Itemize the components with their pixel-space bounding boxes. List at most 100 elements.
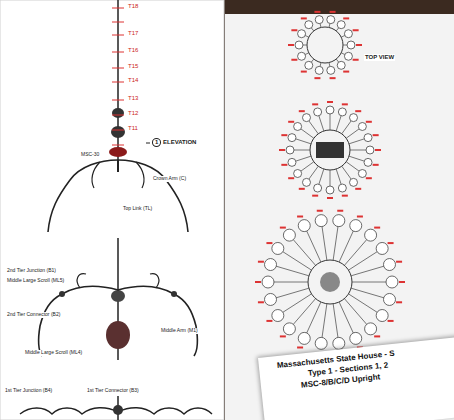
elevation-bottom [20,396,212,420]
bulb-cup [302,114,310,122]
part-label: Middle Large Scroll (ML5) [6,278,65,284]
bulb-cup [265,259,277,271]
bulb-cup [338,184,346,192]
bulb-cup [333,337,345,349]
red-tag [343,71,349,73]
callout-number: T11 [127,125,139,132]
tick-mark [112,100,124,101]
bulb-cup [265,293,277,305]
red-tag [399,281,405,283]
part-label: Middle Arm (M1) [160,328,199,334]
elevation-middle [39,238,198,360]
part-label: Top Link (TL) [122,206,153,212]
tick-mark [112,68,124,69]
bulb-cup [347,41,355,49]
bulb-cup [366,146,374,154]
red-tag [266,320,272,322]
part-label: ELEVATION [162,139,197,146]
part-label: 2nd Tier Junction (B1) [6,268,57,274]
red-tag [301,71,307,73]
tick-mark [112,115,124,116]
red-tag [281,134,287,136]
red-tag [342,103,348,105]
callout-number: T13 [127,95,139,102]
bulb-cup [315,337,327,349]
red-tag [312,195,318,197]
bulb-cup [286,146,294,154]
top-views [112,8,405,354]
tick-mark [112,145,124,146]
bulb-cup [364,158,372,166]
red-tag [375,149,381,151]
red-tag [357,216,363,218]
red-tag [373,164,379,166]
bulb-cup [383,259,395,271]
ring-hub [310,130,350,170]
red-tag [353,29,359,31]
callout-number: T18 [127,3,139,10]
red-tag [356,44,362,46]
bulb-cup [350,220,362,232]
tick-mark [112,52,124,53]
bulb-cup [298,52,306,60]
bulb-cup [327,66,335,74]
red-tag [279,149,285,151]
red-tag [353,59,359,61]
red-tag [396,261,402,263]
bulb-cup [302,178,310,186]
callout-number: T12 [127,110,139,117]
bulb-cup [344,30,352,38]
red-tag [342,195,348,197]
bulb-cup [283,229,295,241]
red-tag [314,11,320,13]
bulb-cup [383,293,395,305]
bulb-cup [272,242,284,254]
callout-number: T17 [127,30,139,37]
tick-mark [112,130,124,131]
part-label: Crown Arm (C) [152,176,187,182]
bulb-cup [376,310,388,322]
bulb-cup [315,16,323,24]
callout-number: T16 [127,47,139,54]
red-tag [258,301,264,303]
bulb-cup [298,332,310,344]
bulb-cup [314,184,322,192]
red-tag [255,281,261,283]
bulb-cup [298,220,310,232]
red-tag [330,77,336,79]
bulb-cup [315,66,323,74]
red-tag [297,216,303,218]
bulb-cup [364,134,372,142]
bulb-cup [337,21,345,29]
part-label: 1 [152,138,161,147]
bulb-cup [338,108,346,116]
callout-number: T15 [127,63,139,70]
bulb-cup [283,323,295,335]
bulb-cup [294,122,302,130]
tick-mark [112,82,124,83]
bulb-cup [376,242,388,254]
ring-hub [308,260,352,304]
part-label: 1st Tier Connector (B3) [86,388,140,394]
bulb-cup [350,332,362,344]
bulb-cup [386,276,398,288]
tick-mark [112,22,124,23]
bulb-cup [294,170,302,178]
part-label: Middle Large Scroll (ML4) [24,350,83,356]
red-tag [374,227,380,229]
red-tag [374,335,380,337]
bulb-cup [350,114,358,122]
red-tag [337,210,343,212]
bulb-cup [315,215,327,227]
hub-detail [320,272,340,292]
red-tag [297,346,303,348]
red-tag [366,121,372,123]
bulb-cup [326,186,334,194]
red-tag [281,164,287,166]
bulb-cup [262,276,274,288]
bulb-cup [350,178,358,186]
red-tag [288,121,294,123]
bulb-cup [365,229,377,241]
red-tag [317,210,323,212]
red-tag [388,242,394,244]
